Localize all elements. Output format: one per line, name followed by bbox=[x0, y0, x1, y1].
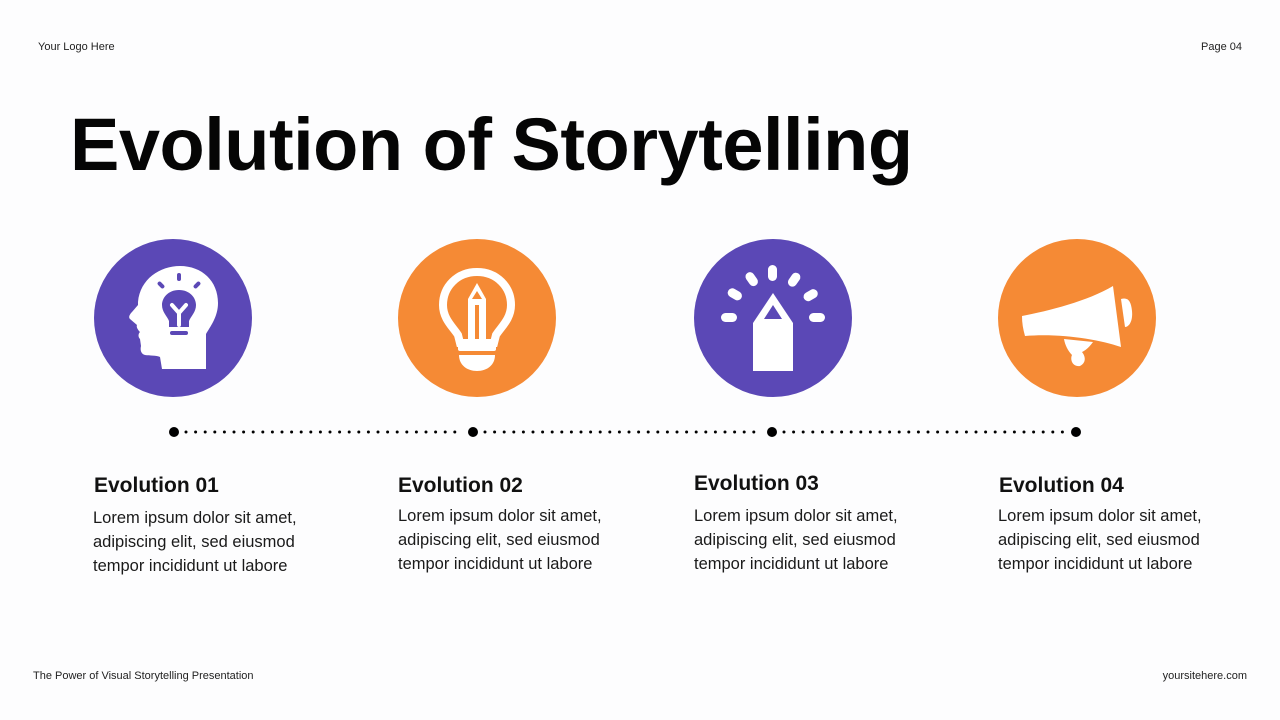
step-2-title: Evolution 02 bbox=[398, 474, 523, 497]
slide-title: Evolution of Storytelling bbox=[70, 103, 913, 186]
timeline-node-4 bbox=[1071, 427, 1081, 437]
timeline-node-2 bbox=[468, 427, 478, 437]
step-3-title: Evolution 03 bbox=[694, 472, 819, 495]
step-3-icon-circle bbox=[694, 239, 852, 397]
head-lightbulb-icon bbox=[129, 266, 218, 369]
website-text: yoursitehere.com bbox=[1162, 670, 1247, 682]
page-number: Page 04 bbox=[1201, 41, 1242, 53]
step-2-description: Lorem ipsum dolor sit amet, adipiscing e… bbox=[398, 507, 602, 573]
logo-text: Your Logo Here bbox=[38, 41, 115, 53]
timeline-node-3 bbox=[767, 427, 777, 437]
step-1-icon-circle bbox=[94, 239, 252, 397]
step-2-icon-circle bbox=[398, 239, 556, 397]
timeline bbox=[169, 427, 1081, 437]
lightbulb-pencil-icon bbox=[438, 267, 516, 371]
step-4-icon-circle bbox=[998, 239, 1156, 397]
step-1-title: Evolution 01 bbox=[94, 474, 219, 497]
presentation-title: The Power of Visual Storytelling Present… bbox=[33, 670, 254, 682]
timeline-node-1 bbox=[169, 427, 179, 437]
step-4-title: Evolution 04 bbox=[999, 474, 1124, 497]
pencil-idea-icon bbox=[721, 265, 825, 371]
step-4-description: Lorem ipsum dolor sit amet, adipiscing e… bbox=[998, 507, 1202, 573]
step-3-description: Lorem ipsum dolor sit amet, adipiscing e… bbox=[694, 507, 898, 573]
megaphone-icon bbox=[1022, 286, 1133, 367]
step-1-description: Lorem ipsum dolor sit amet, adipiscing e… bbox=[93, 509, 297, 575]
